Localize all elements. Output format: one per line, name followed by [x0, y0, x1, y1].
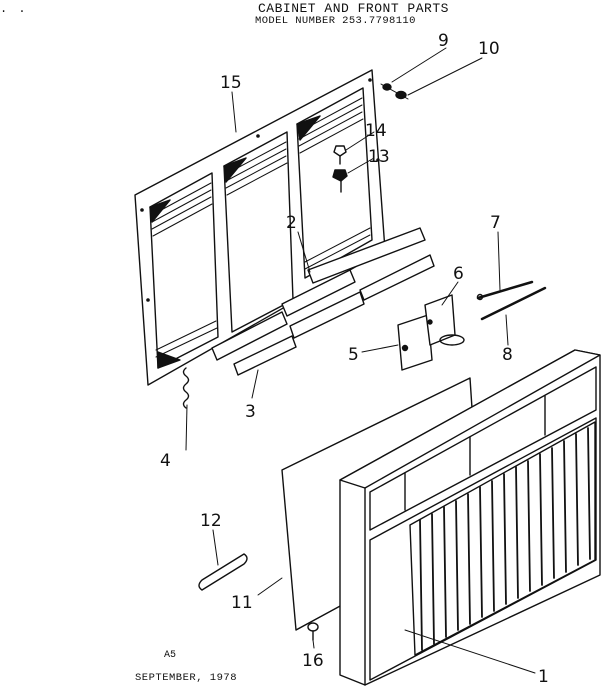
callout-12: 12	[200, 511, 222, 531]
part-9-10-screw-washer	[380, 83, 409, 100]
callout-16: 16	[302, 651, 324, 671]
callout-14: 14	[365, 121, 387, 141]
callout-11: 11	[231, 593, 253, 613]
diagram-title: CABINET AND FRONT PARTS	[258, 1, 449, 16]
callout-13: 13	[368, 147, 390, 167]
callout-8: 8	[502, 345, 513, 365]
callout-1: 1	[538, 667, 549, 687]
print-date: SEPTEMBER, 1978	[135, 672, 238, 684]
callout-3: 3	[245, 402, 256, 422]
callout-6: 6	[453, 264, 464, 284]
model-number: MODEL NUMBER 253.7798110	[255, 15, 416, 27]
part-12-handle	[198, 553, 248, 591]
part-15-grille	[134, 69, 386, 386]
part-13-14-nut-bolt	[332, 145, 348, 193]
callout-4: 4	[160, 451, 171, 471]
part-1-front-cabinet	[339, 349, 601, 686]
callout-15: 15	[220, 73, 242, 93]
part-4-clip	[182, 367, 190, 409]
leader-lines	[185, 47, 536, 674]
callout-5: 5	[348, 345, 359, 365]
callout-7: 7	[490, 213, 501, 233]
part-16-screw	[307, 622, 319, 641]
callout-2: 2	[286, 213, 297, 233]
part-7-8-rods	[476, 280, 547, 321]
part-2-3-brackets	[211, 227, 435, 376]
callout-10: 10	[478, 39, 500, 59]
part-5-6-mounting-brackets	[397, 294, 465, 371]
corner-mark: . .	[0, 2, 28, 16]
page-code: A5	[164, 650, 177, 661]
callout-9: 9	[438, 31, 449, 51]
